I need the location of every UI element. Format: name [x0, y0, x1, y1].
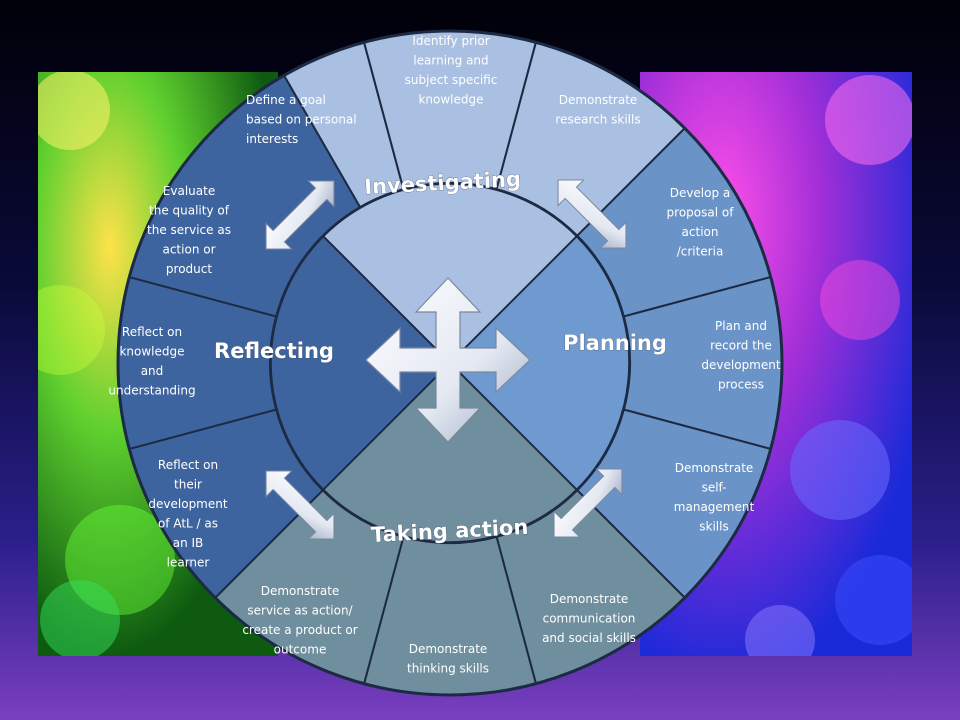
segment-label-line: and social skills — [542, 631, 636, 645]
outer-rim — [116, 29, 784, 697]
segment-label-line: Demonstrate — [261, 584, 340, 598]
segment-label-line: outcome — [274, 643, 327, 657]
segment-label-line: Identify prior — [412, 34, 489, 48]
segment-label-line: record the — [710, 339, 772, 353]
segment-label-line: process — [718, 378, 764, 392]
segment-label-line: knowledge — [119, 345, 184, 359]
segment-label-reflect-knowledge: Reflect on knowledge and understanding — [108, 325, 195, 398]
quadrant-title-planning: Planning — [563, 331, 667, 355]
quadrant-taking-action — [323, 363, 577, 543]
segment-label-line: skills — [699, 520, 728, 534]
quadrant-investigating — [323, 183, 577, 363]
segment-label-line: communication — [543, 612, 636, 626]
segment-label-evaluate-quality: Evaluate the quality of the service as acti… — [147, 184, 231, 276]
segment-label-line: Develop a — [670, 186, 731, 200]
segment-label-line: Demonstrate — [409, 642, 488, 656]
segment-label-line: Reflect on — [122, 325, 182, 339]
segment-label-reflect-atl: Reflect on their development of AtL / as an … — [148, 458, 227, 570]
segment-label-line: Evaluate — [163, 184, 215, 198]
segment-label-line: Plan and — [715, 319, 767, 333]
segment-label-line: action or — [162, 243, 215, 257]
segment-label-research-skills: Demonstrate research skills — [555, 93, 640, 127]
segment-label-line: Demonstrate — [550, 592, 629, 606]
segment-label-line: development — [148, 497, 227, 511]
diagonal-double-arrow-icon — [265, 470, 335, 540]
inner-wheel — [269, 182, 631, 544]
segment-label-line: self- — [702, 481, 727, 495]
segment-label-line: Demonstrate — [675, 461, 754, 475]
segment-label-line: the service as — [147, 223, 231, 237]
segment-label-line: development — [701, 358, 780, 372]
segment-label-line: Define a goal — [246, 93, 326, 107]
segment-label-line: Demonstrate — [559, 93, 638, 107]
diagonal-double-arrow-icon — [553, 468, 623, 538]
segment-label-line: interests — [246, 132, 298, 146]
segment-label-line: knowledge — [418, 93, 483, 107]
segment-label-thinking: Demonstrate thinking skills — [407, 642, 489, 676]
segment-label-line: learner — [167, 556, 210, 570]
segment-label-line: an IB — [173, 536, 204, 550]
segment-label-define-goal: Define a goal based on personal interests — [246, 93, 357, 146]
segment-label-develop-proposal: Develop a proposal of action/criteria — [667, 186, 735, 259]
segment-label-line: management — [674, 500, 755, 514]
segment-label-line: their — [174, 478, 202, 492]
segment-label-line: the quality of — [149, 204, 230, 218]
quadrant-planning — [450, 236, 630, 490]
segment-label-line: subject specific — [405, 73, 498, 87]
segment-label-identify-prior: Identify prior learning and subject specif… — [405, 34, 498, 107]
segment-label-plan-record: Plan and record the development process — [701, 319, 780, 392]
segment-label-line: of AtL / as — [158, 517, 218, 531]
segment-label-line: thinking skills — [407, 662, 489, 676]
segment-label-line: proposal of — [667, 206, 735, 220]
segment-label-self-management: Demonstrate self-management skills — [674, 461, 755, 534]
segment-label-line: research skills — [555, 113, 640, 127]
segment-label-line: service as action/ — [247, 604, 353, 618]
diagonal-double-arrow-icon — [557, 179, 627, 249]
segment-label-line: /criteria — [677, 245, 724, 259]
segment-label-line: create a product or — [242, 623, 357, 637]
segment-label-line: understanding — [108, 384, 195, 398]
segment-label-line: product — [166, 262, 212, 276]
diagonal-double-arrow-icon — [265, 180, 335, 250]
quadrant-reflecting — [270, 236, 450, 490]
segment-label-line: learning and — [413, 54, 488, 68]
segment-label-line: Reflect on — [158, 458, 218, 472]
segment-label-line: action — [682, 225, 719, 239]
four-way-arrow-icon — [365, 277, 531, 443]
segment-label-service: Demonstrate service as action/create a pr… — [242, 584, 357, 657]
quadrant-title-reflecting: Reflecting — [214, 339, 334, 363]
segment-label-line: and — [141, 364, 164, 378]
segment-label-line: based on personal — [246, 113, 357, 127]
segment-label-communication: Demonstrate communication and social skill… — [542, 592, 636, 645]
